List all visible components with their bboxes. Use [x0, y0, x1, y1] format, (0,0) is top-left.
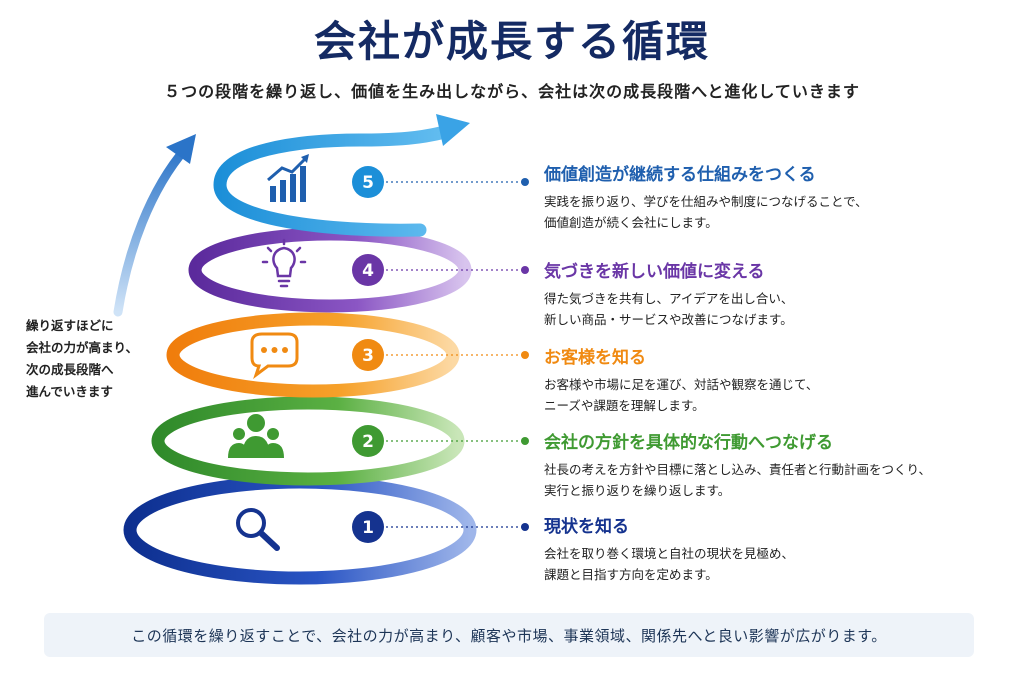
step-badge-4: 4	[352, 254, 384, 286]
step-2-description: 会社の方針を具体的な行動へつなげる 社長の考えを方針や目標に落とし込み、責任者と…	[544, 428, 1014, 501]
connector-dot	[521, 523, 529, 531]
step-3-line: ニーズや課題を理解します。	[544, 398, 705, 413]
step-badge-3: 3	[352, 339, 384, 371]
lightbulb-icon	[261, 238, 307, 288]
step-4-line: 新しい商品・サービスや改善につなげます。	[544, 312, 793, 327]
spiral-ring-4	[188, 227, 472, 313]
step-1-line: 課題と目指す方向を定めます。	[544, 567, 718, 582]
svg-text:4: 4	[362, 261, 374, 281]
step-1-title: 現状を知る	[544, 517, 629, 537]
step-5-title: 価値創造が継続する仕組みをつくる	[544, 165, 816, 185]
svg-text:5: 5	[362, 173, 374, 193]
step-1-description: 現状を知る 会社を取り巻く環境と自社の現状を見極め、 課題と目指す方向を定めます…	[544, 512, 1014, 585]
step-4-title: 気づきを新しい価値に変える	[544, 262, 765, 282]
step-badge-1: 1	[352, 511, 384, 543]
side-note-line: 会社の力が高まり、	[26, 340, 139, 355]
magnifier-icon	[236, 508, 280, 551]
side-note-line: 進んでいきます	[26, 384, 113, 399]
step-3-title: お客様を知る	[544, 348, 646, 368]
spiral-ring-5	[213, 125, 452, 237]
step-3-line: お客様や市場に足を運び、対話や観察を通じて、	[544, 377, 819, 392]
footer-summary: この循環を繰り返すことで、会社の力が高まり、顧客や市場、事業領域、関係先へと良い…	[44, 613, 974, 657]
svg-text:1: 1	[362, 518, 374, 538]
step-4-text: 得た気づきを共有し、アイデアを出し合い、 新しい商品・サービスや改善につなげます…	[544, 288, 1014, 330]
page-subtitle: ５つの段階を繰り返し、価値を生み出しながら、会社は次の成長段階へと進化していきま…	[164, 82, 860, 101]
step-1-line: 会社を取り巻く環境と自社の現状を見極め、	[544, 546, 795, 561]
step-5-line: 実践を振り返り、学びを仕組みや制度につなげることで、	[544, 194, 868, 209]
step-2-text: 社長の考えを方針や目標に落とし込み、責任者と行動計画をつくり、 実行と振り返りを…	[544, 459, 1014, 501]
team-icon	[228, 414, 284, 458]
connector-dot	[521, 178, 529, 186]
side-note-line: 繰り返すほどに	[26, 318, 114, 333]
step-badge-2: 2	[352, 425, 384, 457]
connector-dot	[521, 351, 529, 359]
step-3-description: お客様を知る お客様や市場に足を運び、対話や観察を通じて、 ニーズや課題を理解し…	[544, 343, 1014, 416]
step-4-description: 気づきを新しい価値に変える 得た気づきを共有し、アイデアを出し合い、 新しい商品…	[544, 257, 1014, 330]
step-badge-5: 5	[352, 166, 384, 198]
growth-chart-icon	[267, 154, 309, 202]
step-1-text: 会社を取り巻く環境と自社の現状を見極め、 課題と目指す方向を定めます。	[544, 543, 1014, 585]
step-3-text: お客様や市場に足を運び、対話や観察を通じて、 ニーズや課題を理解します。	[544, 374, 1014, 416]
spiral-ring-1	[123, 475, 477, 585]
side-note: 繰り返すほどに 会社の力が高まり、 次の成長段階へ 進んでいきます	[26, 315, 186, 403]
side-note-line: 次の成長段階へ	[26, 362, 114, 377]
step-5-line: 価値創造が続く会社にします。	[544, 215, 718, 230]
svg-text:3: 3	[362, 346, 374, 366]
rising-arrow-head	[166, 134, 196, 164]
step-2-line: 社長の考えを方針や目標に落とし込み、責任者と行動計画をつくり、	[544, 462, 932, 477]
step-5-text: 実践を振り返り、学びを仕組みや制度につなげることで、 価値創造が続く会社にします…	[544, 191, 1014, 233]
step-4-line: 得た気づきを共有し、アイデアを出し合い、	[544, 291, 794, 306]
step-5-description: 価値創造が継続する仕組みをつくる 実践を振り返り、学びを仕組みや制度につなげるこ…	[544, 160, 1014, 233]
svg-text:2: 2	[362, 432, 374, 452]
chat-bubble-icon	[250, 332, 299, 380]
step-2-line: 実行と振り返りを繰り返します。	[544, 483, 731, 498]
step-2-title: 会社の方針を具体的な行動へつなげる	[544, 433, 833, 453]
connector-dot	[521, 437, 529, 445]
rising-arrow	[113, 143, 191, 317]
page-title: 会社が成長する循環	[313, 17, 710, 66]
spiral-arrow-head	[436, 114, 470, 146]
connector-dot	[521, 266, 529, 274]
